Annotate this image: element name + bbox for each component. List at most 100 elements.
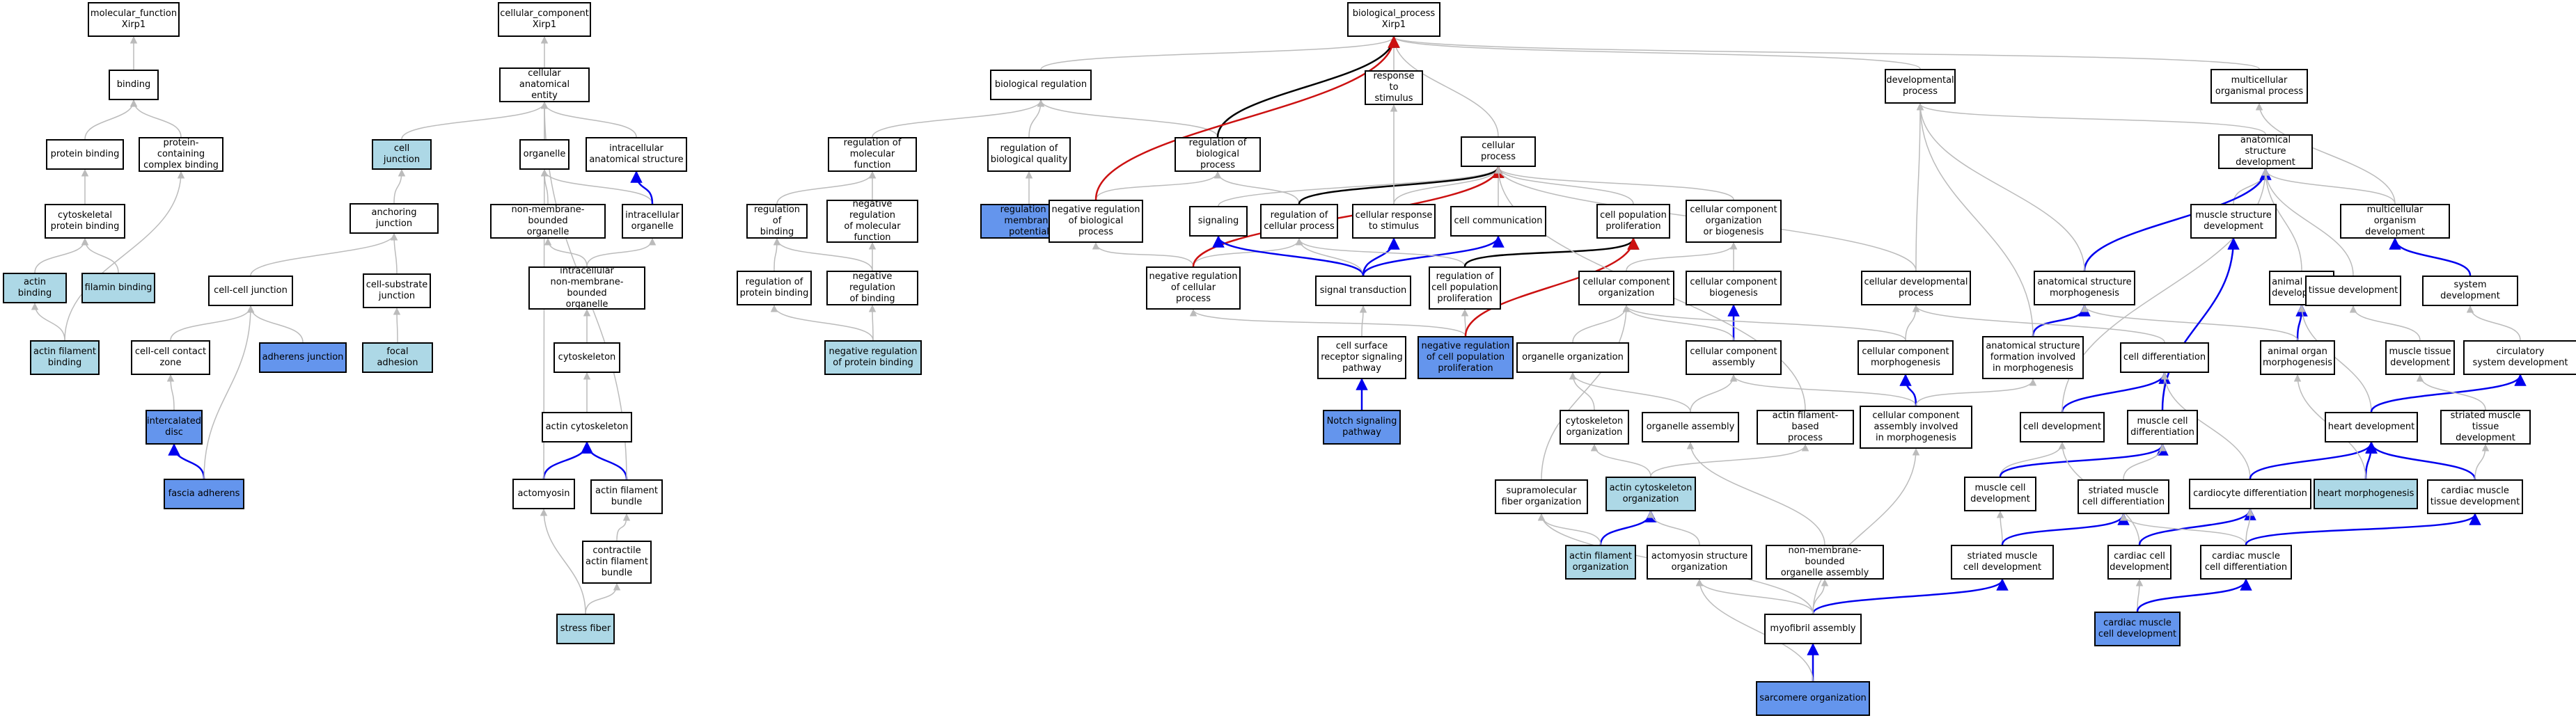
edge-intracellular_organelle-to-intracellular_anatomical_structure: [630, 170, 654, 205]
edge-anatomical_structure_formation_involved_in_morphogenesis-to-developmental_process: [1916, 102, 2034, 337]
node-actin-filament-binding: actin filament binding: [30, 340, 100, 375]
edge-cellular_component_assembly_involved_in_morphogenesis-to-anatomical_structure_formation_involved_in_morphogenesis: [1915, 378, 2037, 406]
edge-muscle_structure_development-to-anatomical_structure_development: [2233, 168, 2270, 205]
edge-anchoring_junction-to-cell_junction: [393, 168, 406, 204]
edge-signal_transduction-to-signaling: [1212, 235, 1365, 276]
node-organelle-assembly: organelle assembly: [1642, 412, 1739, 442]
node-regulation-of-protein-binding: regulation of protein binding: [737, 271, 812, 305]
edge-cardiac_muscle_cell_development-to-cardiac_cell_development: [2135, 578, 2144, 612]
edge-protein_binding-to-binding: [84, 99, 138, 140]
edge-cellular_component_organization-to-cellular_component_organization_or_biogenesis: [1626, 241, 1738, 271]
edge-cardiac_muscle_cell_development-to-cardiac_muscle_cell_differentiation: [2136, 578, 2252, 612]
edge-cellular_component_assembly-to-cellular_component_organization: [1622, 304, 1734, 341]
edge-cell_differentiation-to-cellular_developmental_process: [1912, 304, 2165, 343]
node-multicellular-organism-development: multicellular organism development: [2340, 204, 2450, 239]
node-supramolecular-fiber-organization: supramolecular fiber organization: [1495, 479, 1588, 514]
node-animal-organ-morphogenesis: animal organ morphogenesis: [2260, 340, 2335, 375]
node-negative-regulation-of-cell-population-proliferation: negative regulation of cell population p…: [1417, 336, 1514, 379]
node-cellular-component-morphogenesis: cellular component morphogenesis: [1858, 340, 1954, 375]
node-response-to-stimulus: response to stimulus: [1365, 70, 1423, 105]
edge-anatomical_structure_morphogenesis-to-anatomical_structure_development: [2083, 168, 2272, 271]
edge-circulatory_system_development-to-system_development: [2466, 305, 2521, 341]
edge-regulation_of_molecular_function-to-biological_regulation: [872, 99, 1045, 138]
node-stress-fiber: stress fiber: [556, 614, 615, 644]
edge-regulation_of_biological_process-to-biological_regulation: [1037, 99, 1218, 138]
node-muscle-structure-development: muscle structure development: [2190, 204, 2277, 239]
node-striated-muscle-cell-development: striated muscle cell development: [1951, 545, 2054, 580]
node-cardiac-muscle-cell-differentiation: cardiac muscle cell differentiation: [2200, 545, 2292, 580]
edge-actin_filament_binding-to-actin_binding: [31, 302, 65, 341]
node-striated-muscle-tissue-development: striated muscle tissue development: [2440, 410, 2531, 445]
node-cellular-component-biogenesis: cellular component biogenesis: [1686, 271, 1782, 305]
edge-actin_binding-to-cytoskeletal_protein_binding: [34, 237, 89, 273]
edge-organelle_organization-to-cellular_component_organization: [1572, 304, 1631, 343]
node-anatomical-structure-development: anatomical structure development: [2218, 134, 2313, 169]
node-intracellular-organelle: intracellular organelle: [622, 204, 683, 239]
edge-cell_population_proliferation-to-cellular_process: [1494, 166, 1634, 205]
node-notch-signaling-pathway: Notch signaling pathway: [1323, 410, 1401, 445]
edge-cellular_developmental_process-to-developmental_process: [1915, 102, 1924, 271]
edge-fascia_adherens-to-intercalated_disc: [168, 443, 205, 479]
node-heart-morphogenesis: heart morphogenesis: [2314, 479, 2418, 509]
node-adherens-junction: adherens junction: [259, 342, 347, 373]
node-anchoring-junction: anchoring junction: [350, 203, 439, 234]
node-cardiac-muscle-tissue-development: cardiac muscle tissue development: [2427, 479, 2523, 514]
node-cytoskeleton-organization: cytoskeleton organization: [1560, 410, 1629, 445]
node-cell-cell-contact-zone: cell-cell contact zone: [131, 340, 210, 375]
node-actin-filament-based-process: actin filament-based process: [1757, 410, 1854, 445]
edge-multicellular_organism_development-to-multicellular_organismal_process: [2255, 102, 2396, 205]
node-cell-cell-junction: cell-cell junction: [208, 276, 293, 306]
node-cytoskeleton: cytoskeleton: [553, 342, 620, 373]
edge-striated_muscle_cell_development-to-striated_muscle_cell_differentiation: [2001, 513, 2130, 545]
node-cell-development: cell development: [2020, 412, 2105, 442]
edge-heart_development-to-circulatory_system_development: [2370, 374, 2527, 413]
edge-cellular_component_organization_or_biogenesis-to-cellular_process: [1494, 166, 1734, 200]
node-biological-regulation: biological regulation: [990, 70, 1092, 100]
node-muscle-cell-development: muscle cell development: [1964, 477, 2036, 511]
edge-myofibril_assembly-to-cellular_component_assembly_involved_in_morphogenesis: [1812, 447, 1920, 614]
edge-cardiocyte_differentiation-to-cell_differentiation: [2160, 372, 2251, 479]
edge-organelle_assembly-to-cellular_component_assembly: [1690, 374, 1738, 413]
edge-negative_regulation_of_biological_process-to-bp_root: [1094, 35, 1400, 200]
edge-tissue_development-to-anatomical_structure_development: [2261, 168, 2354, 276]
edge-heart_development-to-animal_organ_development: [2298, 304, 2372, 413]
edge-cell_surface_receptor_signaling_pathway-to-signal_transduction: [1359, 305, 1367, 337]
edge-regulation_of_biological_quality-to-biological_regulation: [1028, 99, 1045, 138]
node-cellular-developmental-process: cellular developmental process: [1861, 271, 1971, 305]
node-actin-binding: actin binding: [3, 273, 67, 303]
node-negative-regulation-of-cellular-process: negative regulation of cellular process: [1146, 266, 1241, 310]
node-intercalated-disc: intercalated disc: [146, 410, 203, 445]
node-cellular-component-organization-or-biogenesis: cellular component organization or bioge…: [1686, 200, 1782, 243]
edge-supramolecular_fiber_organization-to-cellular_component_organization: [1541, 304, 1631, 480]
node-regulation-of-cellular-process: regulation of cellular process: [1260, 204, 1338, 239]
edge-cell_cell_contact_zone-to-cell_cell_junction: [170, 305, 255, 341]
edge-fascia_adherens-to-cell_cell_junction: [203, 305, 255, 479]
edge-organelle_assembly-to-organelle_organization: [1569, 372, 1691, 413]
node-tissue-development: tissue development: [2305, 276, 2401, 306]
node-actin-cytoskeleton-organization: actin cytoskeleton organization: [1605, 477, 1696, 511]
node-actin-cytoskeleton-cc: actin cytoskeleton: [542, 412, 632, 442]
node-striated-muscle-cell-differentiation: striated muscle cell differentiation: [2078, 479, 2169, 514]
edge-cellular_component_assembly_involved_in_morphogenesis-to-cellular_component_morphogenesis: [1899, 374, 1917, 406]
edge-system_development-to-multicellular_organism_development: [2389, 237, 2472, 276]
node-cellular-anatomical-entity: cellular anatomical entity: [499, 67, 590, 102]
edge-intracellular_nmb_organelle-to-intracellular_organelle: [586, 237, 657, 267]
edge-cellular_component_assembly_involved_in_morphogenesis-to-cellular_component_assembly: [1729, 374, 1917, 406]
edge-negative_regulation_of_cell_population_proliferation-to-cell_population_proliferation: [1464, 237, 1640, 337]
edge-intracellular_nmb_organelle-to-non_membrane_bounded_organelle: [544, 237, 588, 267]
edge-sarcomere_organization-to-actomyosin_structure_organization: [1695, 578, 1814, 682]
node-developmental-process: developmental process: [1885, 69, 1956, 104]
edge-negative_regulation_of_protein_binding-to-negative_regulation_of_binding: [868, 304, 877, 341]
edge-cellular_response_to_stimulus-to-cellular_process: [1393, 166, 1502, 205]
edge-regulation_of_protein_binding-to-regulation_of_binding: [773, 237, 781, 271]
edge-cardiac_muscle_cell_differentiation-to-cardiac_muscle_tissue_development: [2245, 513, 2481, 545]
node-signaling: signaling: [1189, 206, 1248, 237]
edge-regulation_of_biological_process-to-bp_root: [1216, 35, 1400, 138]
edge-cardiac_muscle_cell_differentiation-to-striated_muscle_cell_differentiation: [2119, 513, 2247, 545]
node-organelle: organelle: [519, 139, 570, 170]
node-cellular-component-organization: cellular component organization: [1578, 271, 1674, 305]
edge-cell_junction-to-cellular_anatomical_entity: [401, 101, 549, 140]
node-regulation-of-biological-process: regulation of biological process: [1175, 137, 1261, 172]
edge-filamin_binding-to-cytoskeletal_protein_binding: [81, 237, 119, 273]
